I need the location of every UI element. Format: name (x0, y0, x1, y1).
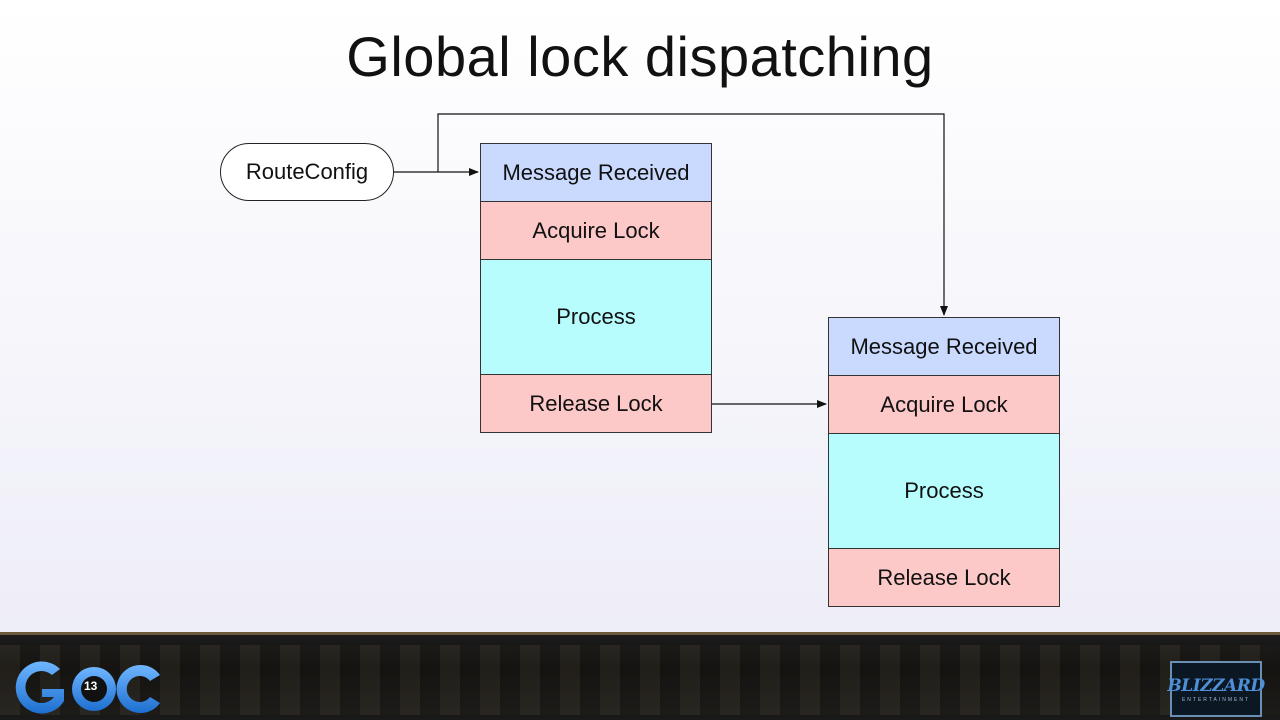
blizzard-logo-sub: ENTERTAINMENT (1181, 696, 1251, 703)
slide-title: Global lock dispatching (346, 25, 934, 88)
dispatch-stack-2: Message Received Acquire Lock Process Re… (828, 317, 1060, 607)
footer-ornament (0, 645, 1280, 715)
process-step: Process (829, 434, 1059, 549)
blizzard-logo: BLIZZARD ENTERTAINMENT (1167, 661, 1265, 717)
footer-bar: 13 BLIZZARD ENTERTAINMENT (0, 632, 1280, 720)
acquire-lock-step: Acquire Lock (829, 376, 1059, 434)
release-lock-step: Release Lock (481, 375, 711, 432)
blizzard-logo-word: BLIZZARD (1167, 675, 1265, 696)
gdc-logo-number: 13 (84, 679, 98, 693)
gdc-logo (15, 661, 160, 714)
message-received-step: Message Received (481, 144, 711, 202)
dispatch-stack-1: Message Received Acquire Lock Process Re… (480, 143, 712, 433)
arrow-routeconfig-to-stack2 (437, 113, 948, 316)
release-lock-step: Release Lock (829, 549, 1059, 606)
process-step: Process (481, 260, 711, 375)
message-received-step: Message Received (829, 318, 1059, 376)
acquire-lock-step: Acquire Lock (481, 202, 711, 260)
route-config-node: RouteConfig (220, 143, 394, 201)
